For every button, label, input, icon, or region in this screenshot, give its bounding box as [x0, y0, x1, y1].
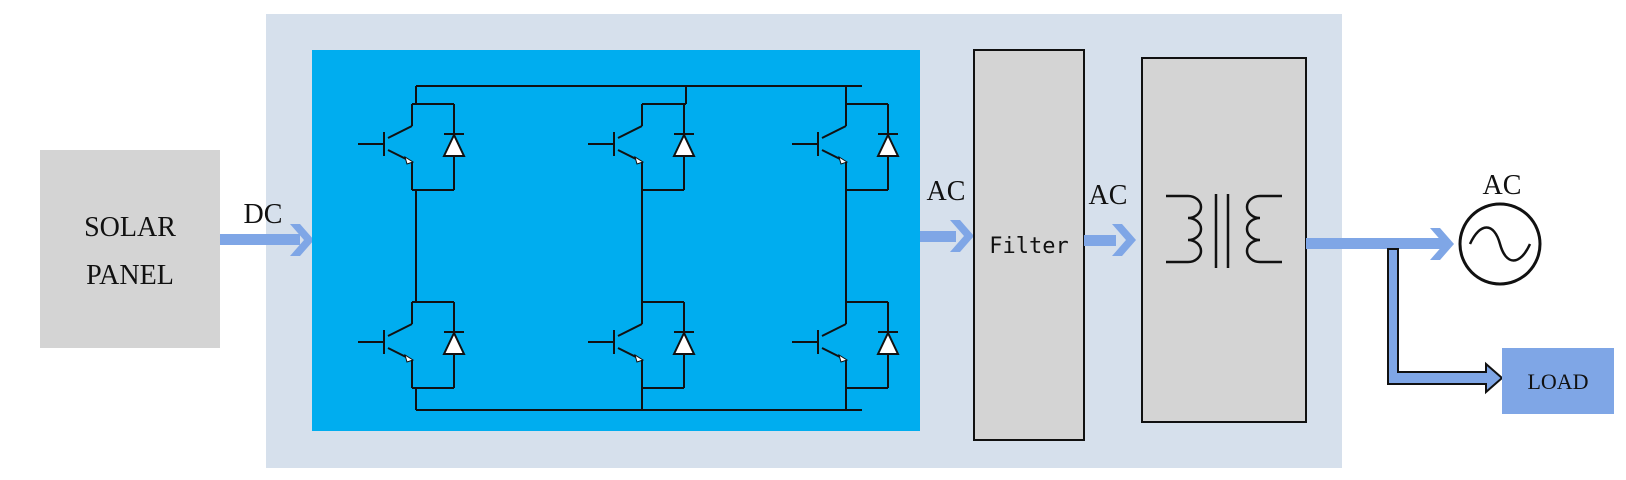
solar-panel-line1: SOLAR — [84, 212, 176, 243]
dc-arrow: DC — [220, 199, 314, 256]
ac-output-arrow-shaft — [1306, 238, 1446, 249]
ac-label-2: AC — [1089, 180, 1128, 211]
dc-arrow-shaft — [220, 234, 300, 245]
transformer-icon — [1166, 194, 1282, 268]
solar-panel-block: SOLAR PANEL — [40, 150, 220, 348]
load-label: LOAD — [1527, 369, 1588, 394]
inverter-box — [312, 50, 920, 431]
filter-label: Filter — [989, 234, 1068, 259]
inverter-block — [312, 50, 920, 431]
filter-block: Filter — [973, 49, 1085, 441]
ac-arrow-2: AC — [1084, 180, 1136, 256]
solar-panel-box — [40, 150, 220, 348]
ac-label-3: AC — [1483, 170, 1522, 201]
load-branch-path — [1387, 248, 1504, 395]
transformer-block — [1141, 57, 1307, 423]
sine-wave-icon — [1468, 226, 1532, 262]
ac-arrow-1: AC — [920, 176, 974, 252]
dc-label: DC — [244, 199, 283, 230]
load-box — [1502, 348, 1614, 414]
filter-box — [973, 49, 1085, 441]
transformer-box — [1141, 57, 1307, 423]
ac-label-1: AC — [927, 176, 966, 207]
solar-panel-line2: PANEL — [86, 260, 174, 291]
ac-source: AC — [1458, 170, 1542, 286]
load-block: LOAD — [1502, 348, 1614, 414]
ac-output-arrow — [1306, 228, 1454, 260]
ac-arrow-1-shaft — [920, 231, 956, 242]
ac-arrow-2-shaft — [1084, 235, 1116, 246]
load-branch-arrow — [1387, 248, 1504, 395]
